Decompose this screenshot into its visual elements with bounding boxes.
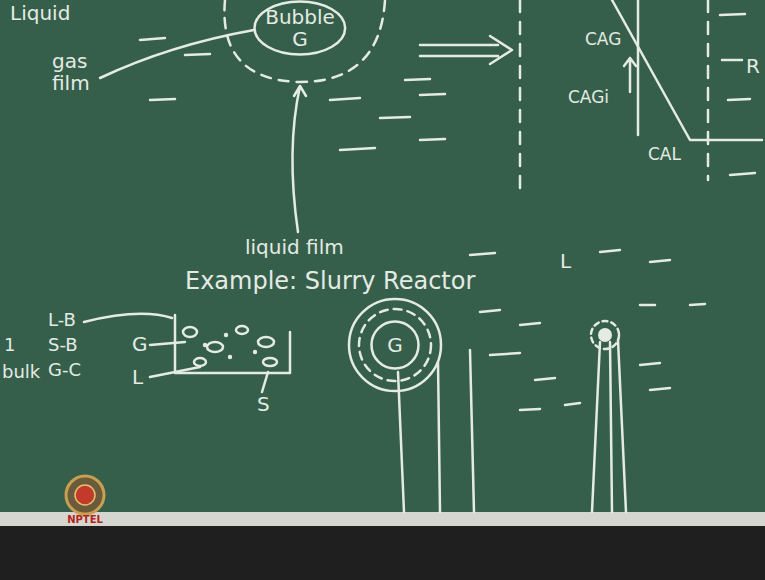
solid-particle <box>598 328 612 342</box>
concentration-label: CAGi <box>568 88 609 107</box>
solid-particles <box>203 328 612 359</box>
gas-bubble-icon <box>258 337 274 347</box>
gas-bubble-icon <box>236 326 248 334</box>
note-label: bulk <box>2 362 40 382</box>
bracket-line <box>84 314 172 322</box>
liquid-film-boundary <box>224 0 385 82</box>
profile-lines <box>398 350 474 512</box>
logo-core <box>75 485 95 505</box>
step-label: G-C <box>48 360 81 380</box>
bubble-outline <box>255 2 346 55</box>
phase-label: L <box>560 250 571 272</box>
outer-film-circle <box>349 299 441 391</box>
gas-bubble: G <box>370 320 420 370</box>
concentration-profile <box>612 0 762 140</box>
concentration-label: CAL <box>648 145 681 164</box>
profile-lines <box>592 340 626 512</box>
leader-arrow <box>292 86 306 232</box>
phase-label: Liquid <box>10 2 70 24</box>
node-text: G <box>387 334 403 356</box>
chalk-strokes <box>84 0 762 512</box>
phase-label: L <box>132 366 143 388</box>
solid-particle <box>224 333 228 337</box>
chalk-ledge <box>0 512 765 526</box>
solid-particle <box>228 355 232 359</box>
example-heading: Example: Slurry Reactor <box>185 268 475 294</box>
liquid-dashes <box>140 14 755 410</box>
floor-band <box>0 526 765 580</box>
film-label: liquid film <box>245 236 344 258</box>
film-label: gas film <box>52 50 97 94</box>
interface-line <box>637 0 640 135</box>
leader-line <box>150 342 268 392</box>
phase-label: S <box>257 393 270 415</box>
logo-ring <box>66 476 104 514</box>
liquid-film-circle <box>359 309 431 381</box>
gas-bubble-icon <box>194 358 206 366</box>
gas-bubble: BubbleG <box>253 0 347 56</box>
step-number: 1 <box>4 335 15 355</box>
film-boundary <box>519 0 522 190</box>
node-text: Bubble <box>265 6 335 28</box>
watermark: NPTEL <box>67 514 103 525</box>
solid-particle <box>203 343 207 347</box>
reactor-vessel <box>175 315 290 373</box>
bubble-outline <box>372 322 419 369</box>
gas-bubble-icon <box>207 342 223 352</box>
concentration-label: CAG <box>585 30 621 49</box>
film-boundary <box>707 0 710 180</box>
leader-line <box>100 30 254 78</box>
step-label: L-B <box>48 310 76 330</box>
gas-bubble-icon <box>263 358 277 366</box>
particle-film <box>591 321 619 349</box>
implies-arrow <box>420 36 512 64</box>
region-label: R <box>746 55 760 77</box>
small-arrow <box>624 58 636 92</box>
gas-bubble-icon <box>183 327 197 337</box>
node-text: G <box>292 28 308 50</box>
phase-label: G <box>132 333 148 355</box>
chalkboard <box>0 0 765 512</box>
step-label: S-B <box>48 335 78 355</box>
solid-particle <box>253 350 257 354</box>
logo <box>66 476 104 514</box>
